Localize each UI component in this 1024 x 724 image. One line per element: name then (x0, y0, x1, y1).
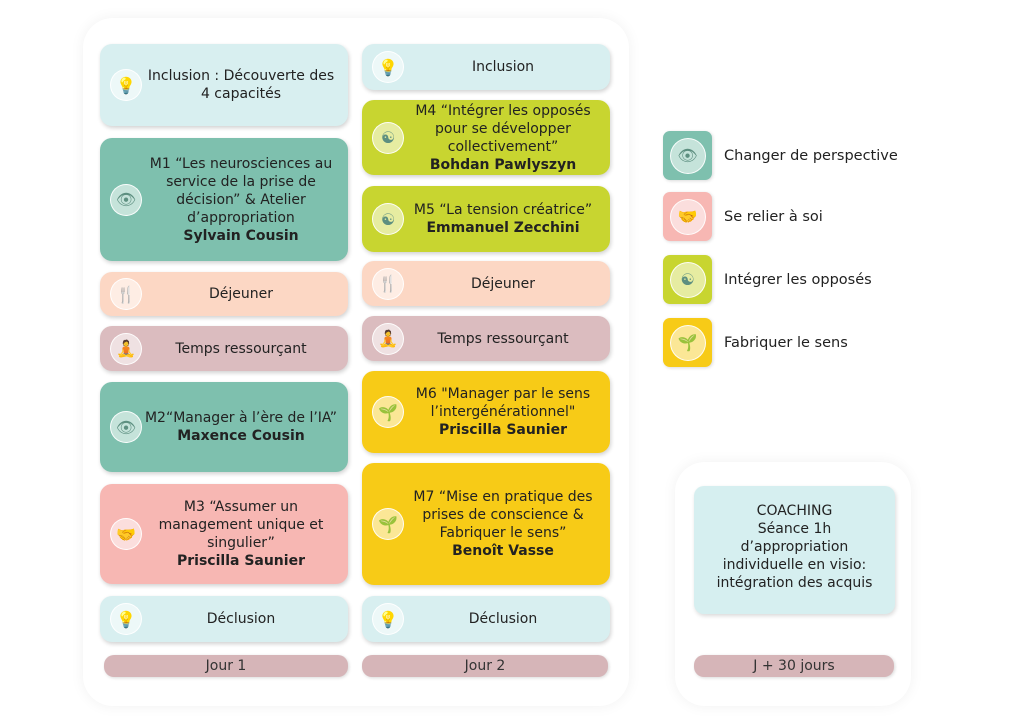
card-title: Temps ressourçant (175, 340, 307, 357)
coaching-card: COACHING Séance 1h d’appropriation indiv… (694, 486, 895, 614)
legend-swatch: ☯ (663, 255, 712, 304)
speaker-name: Benoît Vasse (452, 543, 554, 559)
card-title: Inclusion (471, 59, 535, 75)
eye-icon: 👁 (110, 183, 142, 216)
card-title: Déjeuner (470, 275, 535, 292)
coaching-line: individuelle en visio: (722, 557, 867, 573)
legend-swatch: 👁 (663, 131, 712, 180)
yin-yang-icon: ☯ (669, 261, 706, 298)
card-title: Déclusion (468, 611, 538, 627)
day1-break-card: 🧘 Temps ressourçant (100, 326, 348, 371)
hands-seed-icon: 🌱 (372, 396, 404, 428)
day2-m7-card: 🌱 M7 “Mise en pratique des prises de con… (362, 463, 610, 585)
legend-label: Fabriquer le sens (724, 334, 848, 351)
day1-declusion-card: 💡 Déclusion (100, 596, 348, 642)
card-title: Déjeuner (208, 286, 273, 302)
legend-swatch: 🌱 (663, 318, 712, 367)
day1-m3-card: 🤝 M3 “Assumer un management unique et si… (100, 484, 348, 584)
speaker-name: Priscilla Saunier (177, 553, 305, 569)
legend-label: Intégrer les opposés (724, 271, 872, 288)
coaching-line: Séance 1h (757, 521, 832, 537)
card-title: M1 “Les neurosciences au service de la p… (149, 155, 333, 226)
meditation-icon: 🧘 (110, 332, 142, 365)
lightbulb-icon: 💡 (372, 603, 404, 635)
yin-yang-icon: ☯ (372, 121, 404, 154)
cutlery-icon: 🍴 (110, 278, 142, 310)
meditation-icon: 🧘 (372, 322, 404, 355)
legend-item-perspective: 👁 Changer de perspective (663, 131, 898, 180)
day2-inclusion-card: 💡 Inclusion (362, 44, 610, 90)
lightbulb-icon: 💡 (110, 603, 142, 635)
coaching-label: J + 30 jours (694, 655, 894, 677)
speaker-name: Emmanuel Zecchini (426, 220, 580, 236)
day2-m5-card: ☯ M5 “La tension créatrice” Emmanuel Zecc… (362, 186, 610, 252)
card-title: M2“Manager à l’ère de l’IA” (144, 410, 338, 426)
card-title: M7 “Mise en pratique des prises de consc… (413, 489, 593, 541)
legend-item-self: 🤝 Se relier à soi (663, 192, 823, 241)
card-title: Inclusion : Découverte des 4 capacités (147, 68, 335, 102)
legend-item-opposites: ☯ Intégrer les opposés (663, 255, 872, 304)
day1-m2-card: 👁 M2“Manager à l’ère de l’IA” Maxence Cou… (100, 382, 348, 472)
yin-yang-icon: ☯ (372, 203, 404, 235)
day2-break-card: 🧘 Temps ressourçant (362, 316, 610, 361)
speaker-name: Maxence Cousin (177, 428, 305, 444)
card-title: M6 "Manager par le sens l’intergénératio… (415, 386, 591, 420)
eye-icon: 👁 (110, 411, 142, 443)
day1-lunch-card: 🍴 Déjeuner (100, 272, 348, 316)
card-title: Déclusion (206, 611, 276, 627)
handshake-icon: 🤝 (669, 198, 706, 235)
day2-label: Jour 2 (362, 655, 608, 677)
day2-m6-card: 🌱 M6 "Manager par le sens l’intergénérat… (362, 371, 610, 453)
card-title: Temps ressourçant (437, 330, 569, 347)
coaching-line: d’appropriation (740, 539, 849, 555)
speaker-name: Priscilla Saunier (439, 422, 567, 438)
hands-seed-icon: 🌱 (372, 508, 404, 540)
day1-inclusion-card: 💡 Inclusion : Découverte des 4 capacités (100, 44, 348, 126)
legend-item-meaning: 🌱 Fabriquer le sens (663, 318, 848, 367)
eye-icon: 👁 (669, 137, 706, 174)
coaching-line: intégration des acquis (716, 575, 873, 591)
coaching-title: COACHING (756, 503, 833, 519)
day2-declusion-card: 💡 Déclusion (362, 596, 610, 642)
card-title: M5 “La tension créatrice” (413, 202, 593, 218)
day2-m4-card: ☯ M4 “Intégrer les opposés pour se dével… (362, 100, 610, 175)
legend-label: Se relier à soi (724, 208, 823, 225)
day1-label: Jour 1 (104, 655, 348, 677)
lightbulb-icon: 💡 (372, 51, 404, 83)
legend-label: Changer de perspective (724, 147, 898, 164)
card-title: M3 “Assumer un management unique et sing… (158, 499, 324, 551)
handshake-icon: 🤝 (110, 518, 142, 550)
hands-seed-icon: 🌱 (669, 324, 706, 361)
legend-swatch: 🤝 (663, 192, 712, 241)
speaker-name: Sylvain Cousin (183, 227, 299, 244)
speaker-name: Bohdan Pawlyszyn (429, 156, 577, 173)
card-title: M4 “Intégrer les opposés pour se dévelop… (415, 102, 591, 155)
lightbulb-icon: 💡 (110, 69, 142, 101)
day1-m1-card: 👁 M1 “Les neurosciences au service de la… (100, 138, 348, 261)
day2-lunch-card: 🍴 Déjeuner (362, 261, 610, 306)
cutlery-icon: 🍴 (372, 267, 404, 300)
